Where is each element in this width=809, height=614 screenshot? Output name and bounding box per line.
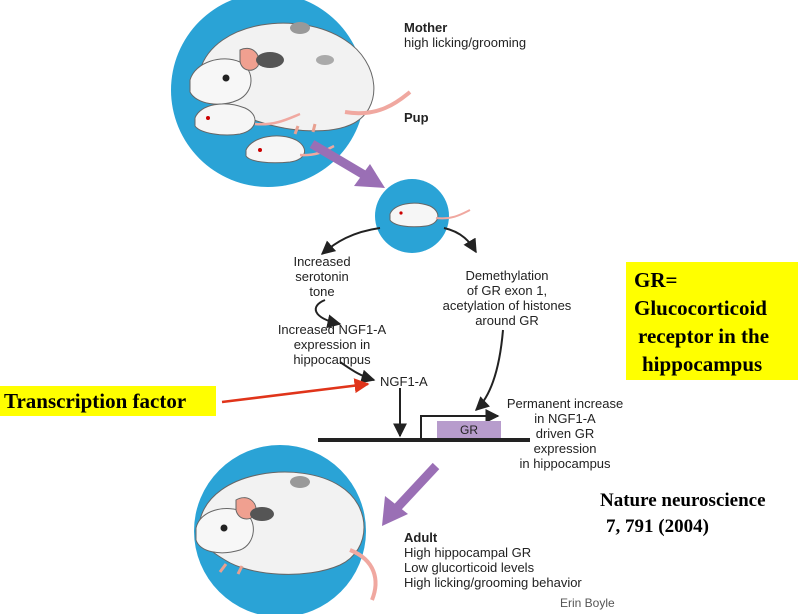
outcome-line: Permanent increase <box>506 396 624 411</box>
pup-label: Pup <box>404 110 429 125</box>
branch-arrow-right <box>443 227 477 254</box>
mother-label: Mother high licking/grooming <box>404 20 526 50</box>
demethylation-line: acetylation of histones <box>442 298 572 313</box>
outcome-line: driven GR <box>535 426 595 441</box>
ngf-expression-line: Increased NGF1-A <box>277 322 387 337</box>
gr-definition-line: hippocampus <box>642 352 763 376</box>
adult-label: Adult High hippocampal GR Low glucortico… <box>404 530 582 590</box>
ngf-expression-line: expression in <box>293 337 371 352</box>
transcription-start-arrow <box>420 409 500 438</box>
gr-definition-line: Glucocorticoid <box>634 296 767 320</box>
serotonin-line: tone <box>309 284 335 299</box>
citation-journal: Nature neuroscience <box>600 490 766 511</box>
serotonin-step: Increased serotonin tone <box>272 254 372 299</box>
demethylation-line: Demethylation <box>465 268 549 283</box>
pup-title: Pup <box>404 110 429 125</box>
illustrator-credit: Erin Boyle <box>560 596 615 610</box>
adult-illustration <box>194 445 378 614</box>
arrow-demethylation-to-gene <box>474 329 504 411</box>
transcription-factor-callout: Transcription factor <box>0 386 216 416</box>
branch-arrow-left <box>320 227 381 255</box>
gr-definition-line: receptor in the <box>638 324 770 348</box>
outcome-text: Permanent increase in NGF1-A driven GR e… <box>494 396 636 471</box>
purple-arrow-down-left <box>382 462 440 526</box>
adult-line: Low glucorticoid levels <box>404 560 535 575</box>
gr-definition-callout: GR= Glucocorticoid receptor in the hippo… <box>626 262 798 380</box>
citation-volume: 7, 791 (2004) <box>606 516 709 537</box>
outcome-line: in hippocampus <box>519 456 611 471</box>
mother-description: high licking/grooming <box>404 35 527 50</box>
serotonin-line: serotonin <box>295 269 349 284</box>
outcome-line: in NGF1-A <box>534 411 596 426</box>
gr-gene-box <box>437 421 501 438</box>
mother-illustration <box>171 0 412 187</box>
ngf1a-label: NGF1-A <box>380 374 428 389</box>
adult-line: High licking/grooming behavior <box>404 575 582 590</box>
gr-definition-line: GR= <box>634 268 678 292</box>
pup-circle-illustration <box>375 179 471 253</box>
adult-line: High hippocampal GR <box>404 545 532 560</box>
gr-gene-label: GR <box>460 423 478 437</box>
arrow-expression-to-ngf <box>339 361 376 384</box>
arrow-serotonin-to-ngf <box>314 299 342 329</box>
demethylation-line: around GR <box>475 313 539 328</box>
serotonin-line: Increased <box>293 254 351 269</box>
outcome-line: expression <box>533 441 597 456</box>
citation: Nature neuroscience 7, 791 (2004) <box>600 488 766 540</box>
red-arrow-to-ngf <box>221 378 370 404</box>
demethylation-line: of GR exon 1, <box>466 283 548 298</box>
ngf-expression-step: Increased NGF1-A expression in hippocamp… <box>262 322 402 367</box>
adult-title: Adult <box>404 530 438 545</box>
ngf-expression-line: hippocampus <box>293 352 371 367</box>
purple-arrow-down-right <box>309 140 385 188</box>
mother-title: Mother <box>404 20 448 35</box>
demethylation-step: Demethylation of GR exon 1, acetylation … <box>432 268 582 328</box>
